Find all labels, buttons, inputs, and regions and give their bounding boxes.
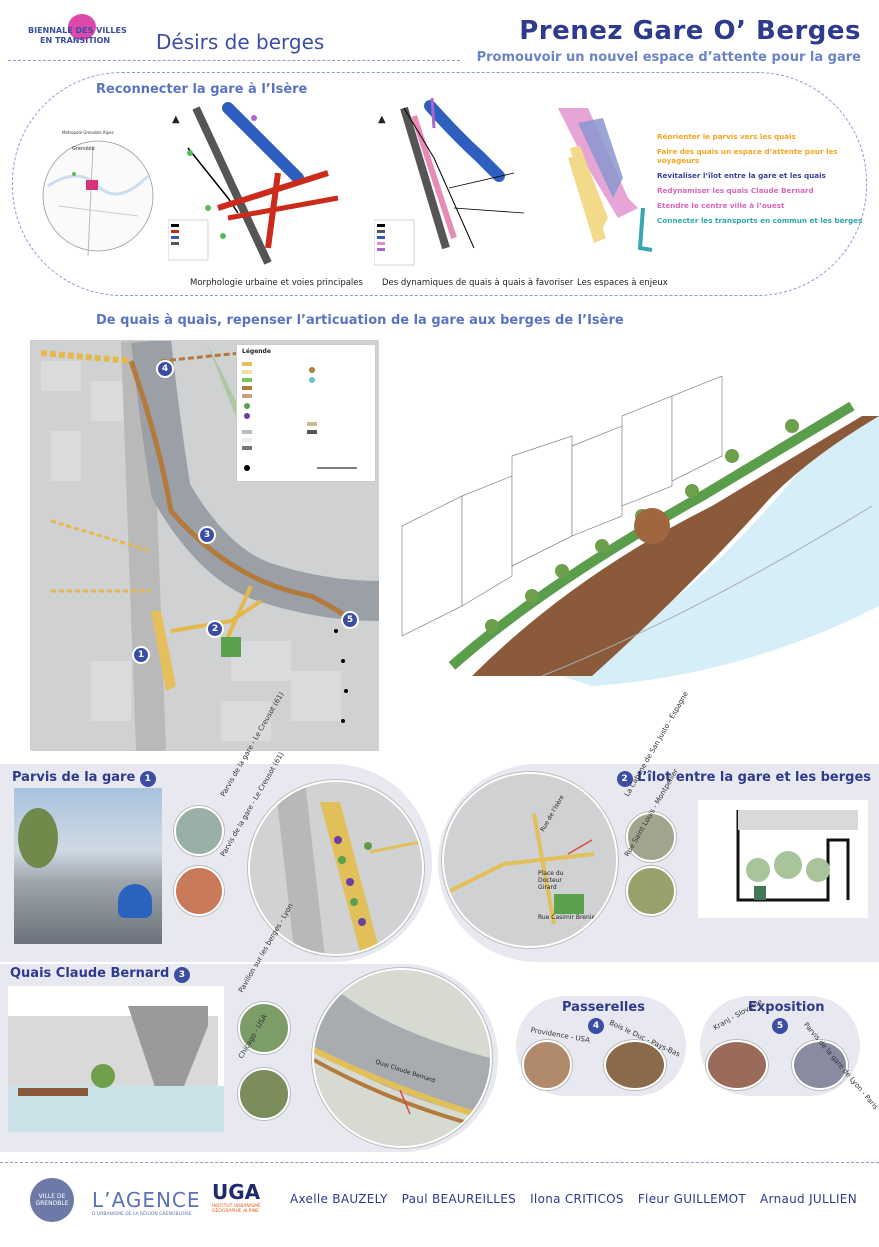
- quais-title: Quais Claude Bernard 3: [10, 966, 190, 983]
- locator-label-1: Grenoble: [72, 146, 95, 152]
- ilot-section-render: [698, 800, 868, 918]
- agence-logo-text: L’AGENCE: [92, 1188, 201, 1212]
- exposition-circle-2: [792, 1040, 848, 1090]
- goal-item: Connecter les transports en commun et le…: [657, 216, 863, 225]
- ilot-circle-2: [626, 866, 676, 916]
- parvis-zoom-svg: [250, 782, 422, 954]
- map-marker-5[interactable]: 5: [341, 611, 359, 629]
- map-marker-4[interactable]: 4: [156, 360, 174, 378]
- parvis-title: Parvis de la gare 1: [12, 770, 156, 787]
- passerelles-circle-1: [522, 1040, 572, 1090]
- footer-dash: [0, 1162, 879, 1163]
- parvis-photo: [14, 788, 162, 944]
- caption-morphology: Morphologie urbaine et voies principales: [190, 278, 363, 288]
- svg-text:▲: ▲: [378, 114, 386, 125]
- parvis-photo-tree: [18, 808, 58, 868]
- logo-line2: EN TRANSITION: [40, 36, 111, 45]
- quais-zoom-map: Quai Claude Bernard: [312, 968, 492, 1148]
- map-marker-3[interactable]: 3: [198, 526, 216, 544]
- quais-num: 3: [173, 967, 190, 983]
- goal-item: Etendre le centre ville à l’ouest: [657, 201, 785, 210]
- locator-map: Grenoble Métropole Grenoble Alpes: [38, 126, 158, 266]
- goal-item: Faire des quais un espace d’attente pour…: [657, 147, 838, 165]
- uga-logo-sub: INSTITUT URBANISME GÉOGRAPHIE ALPINE: [212, 1204, 261, 1214]
- map-marker-1[interactable]: 1: [132, 646, 150, 664]
- map-marker-2[interactable]: 2: [206, 620, 224, 638]
- ilot-street-2: Rue Casimir Brenier: [538, 914, 598, 921]
- passerelles-circle-2: [604, 1040, 666, 1090]
- ilot-num: 2: [616, 771, 633, 787]
- parvis-zoom-map: [248, 780, 424, 956]
- legend-swatches: [242, 362, 357, 471]
- agence-logo-sub: D’URBANISME DE LA RÉGION GRENOBLOISE: [92, 1212, 192, 1217]
- section1-frame: [12, 72, 867, 296]
- riverbank-3d-render: [401, 376, 879, 686]
- map-legend: Légende: [236, 344, 376, 482]
- main-title: Prenez Gare O’ Berges: [519, 16, 861, 46]
- uga-logo-text: UGA: [212, 1180, 261, 1204]
- author-name: Fleur GUILLEMOT: [637, 1192, 747, 1206]
- logo-blob: [68, 14, 96, 40]
- quais-zoom-svg: [314, 970, 490, 1146]
- ville-logo-text: VILLE DE GRENOBLE: [35, 1193, 69, 1207]
- goal-item: Redynamiser les quais Claude Bernard: [657, 186, 814, 195]
- ilot-title: 2 L’îlot entre la gare et les berges: [616, 770, 871, 787]
- parvis-title-text: Parvis de la gare: [12, 770, 136, 785]
- ilot-zoom-svg: [444, 774, 616, 946]
- author-name: Axelle BAUZELY: [290, 1192, 388, 1206]
- ilot-title-text: L’îlot entre la gare et les berges: [637, 770, 871, 785]
- parvis-circle-2: [174, 866, 224, 916]
- exposition-circle-1: [706, 1040, 768, 1090]
- author-name: Ilona CRITICOS: [530, 1192, 624, 1206]
- caption-enjeux: Les espaces à enjeux: [577, 278, 668, 288]
- aerial-map: [30, 338, 380, 752]
- exposition-title: Exposition: [748, 1000, 825, 1015]
- section2-heading: De quais à quais, repenser l’articuation…: [96, 313, 624, 328]
- left-title: Désirs de berges: [156, 30, 325, 54]
- quais-title-text: Quais Claude Bernard: [10, 966, 170, 981]
- caption-quais: Des dynamiques de quais à quais à favori…: [382, 278, 574, 288]
- exposition-num: 5: [772, 1018, 788, 1034]
- locator-map-svg: [42, 140, 154, 257]
- passerelles-num: 4: [588, 1018, 604, 1034]
- legend-title: Légende: [242, 348, 271, 355]
- section1-heading: Reconnecter la gare à l’Isère: [96, 82, 308, 97]
- authors: Axelle BAUZELY Paul BEAUREILLES Ilona CRIT…: [290, 1192, 857, 1206]
- uga-logo: UGA INSTITUT URBANISME GÉOGRAPHIE ALPINE: [212, 1180, 272, 1214]
- author-name: Paul BEAUREILLES: [401, 1192, 517, 1206]
- quais-section-render: [8, 986, 224, 1132]
- agence-logo: L’AGENCE D’URBANISME DE LA RÉGION GRENOB…: [92, 1188, 201, 1217]
- quais-circle-1: [238, 1002, 290, 1054]
- author-name: Arnaud JULLIEN: [760, 1192, 857, 1206]
- subtitle: Promouvoir un nouvel espace d’attente po…: [476, 50, 861, 65]
- ilot-place: Place du Docteur Girard: [538, 870, 564, 891]
- header-dash-left: [8, 60, 460, 61]
- parvis-photo-kiosk: [118, 884, 152, 918]
- biennale-logo: BIENNALE DES VILLES EN TRANSITION: [28, 14, 138, 50]
- quais-dynamics-map: ▲: [374, 98, 525, 266]
- quais-circle-2: [238, 1068, 290, 1120]
- locator-label-2: Métropole Grenoble Alpes: [62, 130, 114, 135]
- svg-text:▲: ▲: [172, 114, 180, 125]
- enjeux-map: [558, 108, 653, 252]
- morphology-map: ▲: [168, 102, 339, 265]
- ilot-circle-1: [626, 812, 676, 862]
- ilot-zoom-map: Rue de l’Isère Rue Casimir Brenier Place…: [442, 772, 618, 948]
- parvis-num: 1: [139, 771, 156, 787]
- ville-logo: VILLE DE GRENOBLE: [30, 1178, 74, 1222]
- passerelles-title: Passerelles: [562, 1000, 645, 1015]
- logo-line1: BIENNALE DES VILLES: [28, 26, 127, 35]
- parvis-circle-1: [174, 806, 224, 856]
- goal-item: Réorienter le parvis vers les quais: [657, 132, 796, 141]
- goal-item: Revitaliser l’îlot entre la gare et les …: [657, 171, 826, 180]
